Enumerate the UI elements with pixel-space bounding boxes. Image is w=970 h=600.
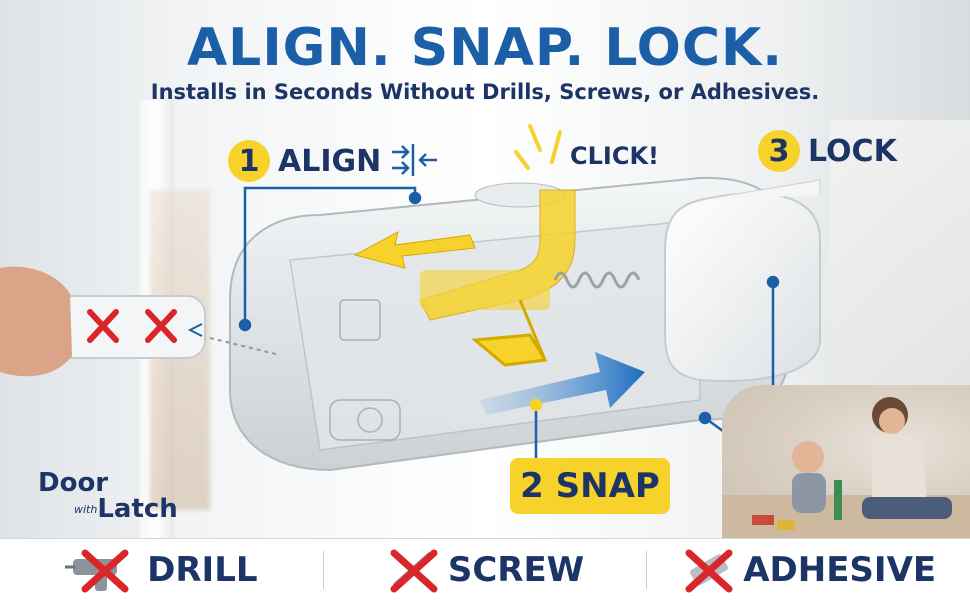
step-number: 2 [520, 466, 544, 506]
no-screw: SCREW [324, 547, 647, 593]
logo-text-with: with [74, 502, 98, 516]
step-align: 1 ALIGN [228, 140, 381, 182]
step-lock: 3 LOCK [758, 130, 897, 172]
yellow-lever [471, 299, 548, 367]
hand-illustration [0, 266, 72, 377]
door-catch [39, 295, 206, 359]
divider [646, 551, 648, 589]
bar-label: DRILL [147, 550, 258, 590]
click-spark-icon [514, 124, 562, 170]
snap-arrow [480, 352, 645, 415]
family-photo [722, 385, 970, 538]
bar-label: ADHESIVE [743, 550, 937, 590]
crossed-tape-icon [685, 549, 733, 593]
align-arrow [353, 231, 476, 269]
step-snap: 2 SNAP [510, 458, 670, 514]
step-number-badge: 1 [228, 140, 270, 182]
crossed-screwdriver-icon [390, 549, 438, 593]
step-label: LOCK [808, 133, 897, 169]
no-adhesive: ADHESIVE [647, 547, 970, 593]
family-illustration [722, 397, 970, 538]
no-tools-bar: DRILL SCREW ADHESIVE [0, 538, 970, 600]
no-drill: DRILL [0, 547, 323, 593]
step-label: ALIGN [278, 143, 382, 179]
step-label: SNAP [555, 466, 660, 506]
crossed-drill-icon [65, 549, 129, 593]
divider [322, 551, 324, 589]
align-arrows-icon [392, 144, 437, 176]
headline: ALIGN. SNAP. LOCK. [186, 18, 784, 78]
logo-text-door: Door [38, 468, 109, 498]
spring [553, 271, 641, 289]
subheadline: Installs in Seconds Without Drills, Scre… [150, 80, 820, 104]
step-number-badge: 3 [758, 130, 800, 172]
brand-logo: Door withLatch [38, 470, 178, 522]
bar-label: SCREW [447, 550, 585, 590]
lock-cap [664, 179, 821, 382]
room-background-right [830, 120, 970, 420]
logo-text-latch: Latch [97, 494, 178, 524]
click-label: CLICK! [570, 142, 659, 170]
